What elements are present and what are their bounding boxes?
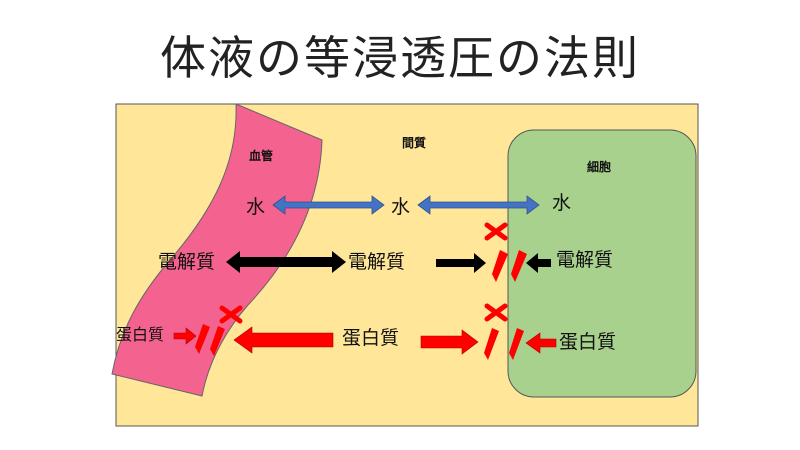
cell-barrier-mark-electrolyte-1 [492, 250, 508, 282]
page-title: 体液の等浸透圧の法則 [160, 31, 640, 85]
protein-label-cell: 蛋白質 [559, 331, 616, 353]
water-arrow-interstitium-cell [417, 195, 540, 215]
blocked-x-mark-cell-upper [484, 222, 508, 241]
blood-vessel-label: 血管 [249, 148, 273, 163]
blocked-x-mark-cell-lower [484, 303, 508, 322]
cell-area [507, 129, 697, 398]
cell-barrier-mark-protein-2 [509, 328, 524, 360]
water-label-vessel: 水 [246, 196, 265, 218]
electrolyte-label-vessel: 電解質 [158, 251, 215, 273]
electrolyte-label-cell: 電解質 [556, 249, 613, 271]
blocked-x-mark-vessel [219, 305, 243, 324]
cell-label: 細胞 [587, 159, 611, 174]
electrolyte-arrow-from-cell [526, 253, 551, 273]
cell-barrier-mark-electrolyte-2 [511, 250, 527, 282]
protein-arrow-from-cell [525, 332, 557, 354]
protein-label-vessel: 蛋白質 [116, 325, 164, 344]
electrolyte-arrow-to-cell-barrier [436, 253, 486, 273]
protein-arrow-interstitium-to-vessel [233, 326, 334, 354]
vessel-barrier-mark-protein-1 [195, 324, 210, 354]
protein-label-interstitium: 蛋白質 [342, 327, 399, 349]
water-arrow-vessel-interstitium [272, 195, 385, 215]
water-label-cell: 水 [552, 192, 571, 214]
blood-vessel-area [111, 103, 323, 397]
interstitium-label: 間質 [402, 135, 426, 150]
water-label-interstitium: 水 [391, 196, 410, 218]
electrolyte-label-interstitium: 電解質 [348, 251, 405, 273]
cell-barrier-mark-protein-1 [484, 328, 499, 360]
protein-arrow-interstitium-to-cell [420, 329, 479, 355]
protein-arrow-vessel-to-barrier [173, 327, 197, 345]
electrolyte-arrow-vessel-interstitium [226, 251, 346, 273]
vessel-barrier-mark-protein-2 [210, 326, 225, 356]
